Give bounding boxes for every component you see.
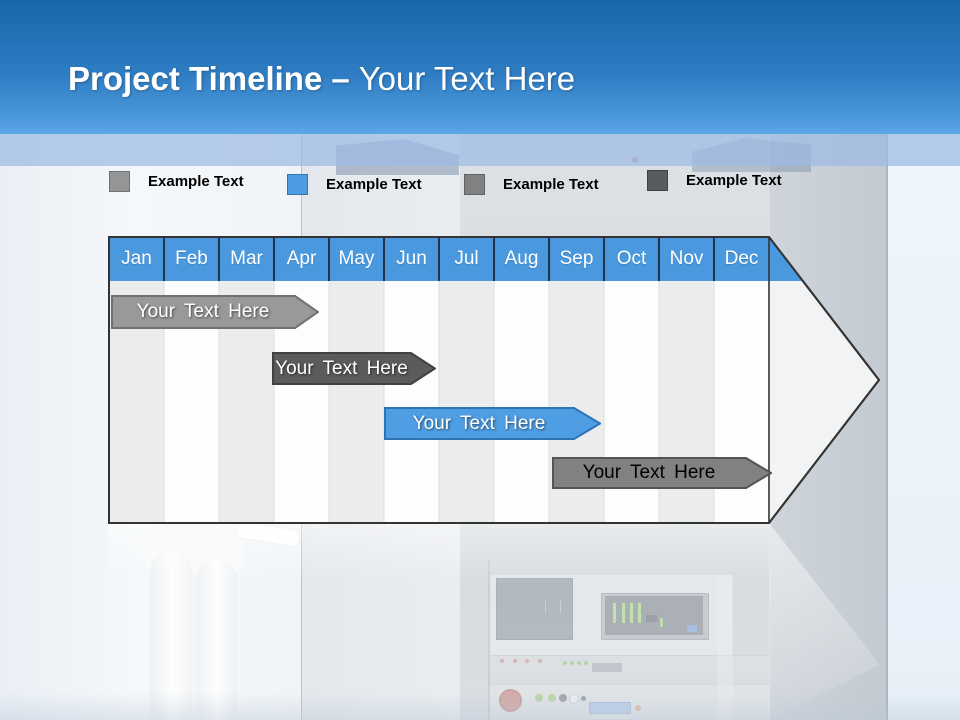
legend-item[interactable]: Example Text [647, 170, 782, 191]
month-cell[interactable]: May [338, 248, 375, 269]
month-cell[interactable]: Jan [121, 248, 152, 269]
task-bar-4[interactable]: Your Text Here [552, 457, 772, 489]
equipment-button [559, 694, 567, 702]
equipment-row [490, 655, 770, 678]
bottom-fade [0, 692, 960, 720]
task-bar-2[interactable]: Your Text Here [272, 352, 436, 385]
green-led [570, 661, 574, 665]
task-bar-label: Your Text Here [136, 301, 270, 322]
vu-green-bar [622, 603, 625, 623]
task-bar-1[interactable]: Your Text Here [111, 295, 319, 329]
rack-edge-line [488, 560, 490, 720]
rack-edge-line [886, 134, 888, 720]
month-cell[interactable]: Jun [396, 248, 427, 269]
title-secondary: Your Text Here [358, 60, 576, 97]
red-led [500, 659, 504, 663]
task-bar-label: Your Text Here [275, 357, 408, 379]
month-cell[interactable]: Aug [504, 248, 539, 269]
month-cell[interactable]: Feb [175, 248, 208, 269]
month-cell[interactable]: Sep [559, 248, 594, 269]
timeline-reflection [108, 524, 769, 584]
title-banner [0, 0, 960, 134]
task-bar-arrow [552, 457, 772, 489]
green-led [584, 661, 588, 665]
equipment-screen [496, 578, 573, 640]
red-led [538, 659, 542, 663]
month-divider-lines [163, 237, 715, 281]
equipment-button [548, 694, 556, 702]
vu-green-bar [638, 603, 641, 623]
month-header-row: Jan Feb Mar Apr May Jun Jul Aug Sep Oct … [109, 237, 769, 281]
orange-led [635, 705, 641, 711]
equipment-slot [646, 615, 657, 622]
task-bar-label: Your Text Here [412, 412, 546, 434]
legend-label: Example Text [326, 176, 422, 193]
equipment-screen-glyph [545, 600, 561, 613]
equipment-blue-chip [687, 625, 697, 632]
month-cell[interactable]: Mar [230, 248, 263, 269]
red-led [513, 659, 517, 663]
month-cell[interactable]: Oct [616, 248, 647, 269]
task-bar-arrow [111, 295, 319, 329]
month-cell[interactable]: Nov [669, 248, 704, 269]
legend-swatch-gray[interactable] [109, 171, 130, 192]
vu-green-bar [630, 603, 633, 623]
vu-green-dot [660, 618, 663, 627]
red-led [525, 659, 529, 663]
red-knob [499, 689, 522, 712]
month-cell[interactable]: Apr [286, 248, 317, 269]
month-header-band [109, 237, 803, 281]
title-separator: – [331, 60, 350, 97]
rack-highlight [717, 575, 733, 720]
mannequin-leg [150, 552, 192, 720]
legend-label: Example Text [148, 173, 244, 190]
task-bar-label: Your Text Here [582, 462, 716, 483]
legend-swatch-darkgray[interactable] [647, 170, 668, 191]
legend-swatch-blue[interactable] [287, 174, 308, 195]
task-bar-arrow [384, 407, 601, 440]
legend-item[interactable]: Example Text [464, 174, 599, 195]
legend-label: Example Text [686, 172, 782, 189]
equipment-button [581, 696, 586, 701]
equipment-button [535, 694, 543, 702]
background-right-band [888, 134, 960, 720]
mannequin-leg [197, 558, 237, 720]
blue-lcd-display [589, 702, 631, 714]
green-led [563, 661, 567, 665]
equipment-slot [592, 663, 622, 672]
task-bar-arrow [272, 352, 436, 385]
month-cell[interactable]: Dec [724, 248, 759, 269]
translucent-blue-band [0, 134, 960, 166]
title-primary: Project Timeline [68, 60, 323, 97]
vu-green-bar [613, 603, 616, 623]
task-bar-3[interactable]: Your Text Here [384, 407, 601, 440]
legend-item[interactable]: Example Text [109, 171, 244, 192]
legend-item[interactable]: Example Text [287, 174, 422, 195]
green-led [577, 661, 581, 665]
equipment-button [569, 694, 579, 704]
legend-label: Example Text [503, 176, 599, 193]
page-title[interactable]: Project Timeline–Your Text Here [68, 60, 575, 98]
month-cell[interactable]: Jul [454, 248, 479, 269]
legend-swatch-midgray[interactable] [464, 174, 485, 195]
